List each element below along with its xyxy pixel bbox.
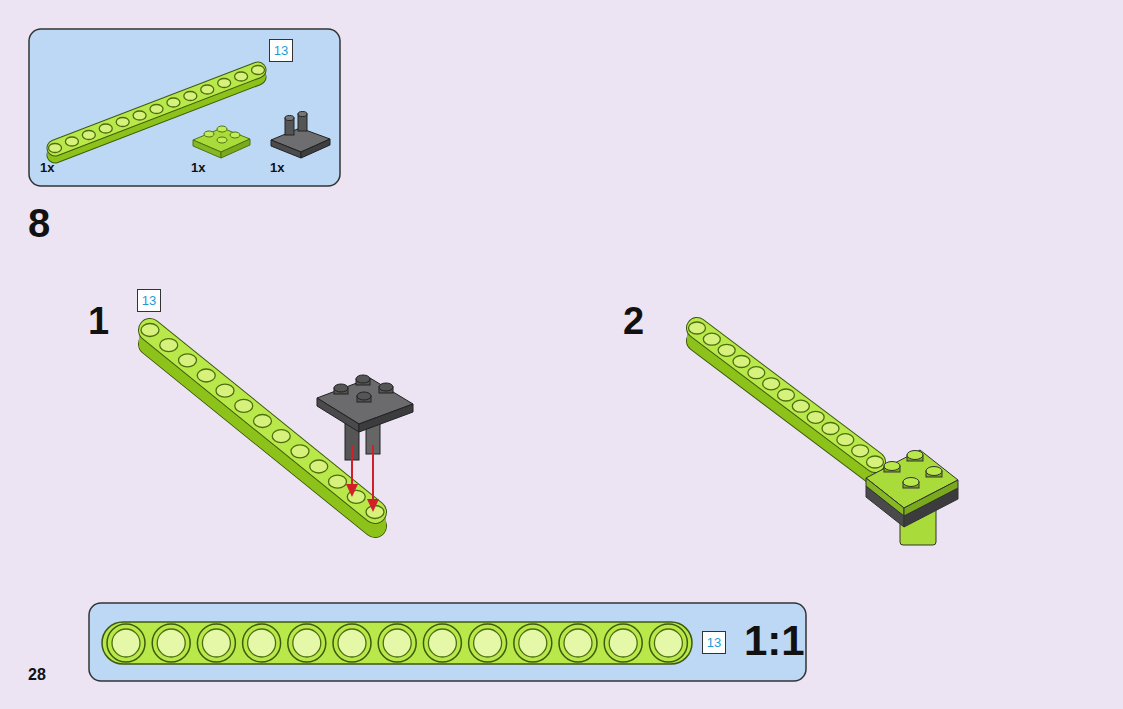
insert-arrows	[346, 445, 379, 512]
technic-beam	[49, 66, 265, 156]
scale-beam	[102, 622, 692, 664]
technic-beams	[49, 66, 884, 527]
page-number: 28	[28, 667, 46, 683]
callout-number: 13	[269, 39, 293, 62]
technic-beam	[141, 324, 384, 527]
step-number: 8	[28, 203, 50, 243]
scale-label: 1:1	[744, 620, 805, 662]
parts-panel: 13 1x 1x 1x	[29, 29, 340, 186]
substep-number: 2	[623, 302, 644, 340]
scale-panel: 13 1:1	[89, 603, 809, 681]
callout-number: 13	[702, 631, 726, 654]
grey-pin-plate-step1	[317, 375, 413, 460]
part-count: 1x	[191, 161, 205, 174]
substep-number: 1	[88, 302, 109, 340]
part-count: 1x	[40, 161, 54, 174]
technic-beam	[689, 322, 884, 475]
green-plate	[193, 126, 250, 158]
callout-number: 13	[137, 289, 161, 312]
scale-panel	[89, 603, 806, 681]
part-count: 1x	[270, 161, 284, 174]
assembled-plates	[866, 450, 958, 545]
parts-panel	[29, 29, 340, 186]
grey-pin-plate	[271, 112, 330, 159]
